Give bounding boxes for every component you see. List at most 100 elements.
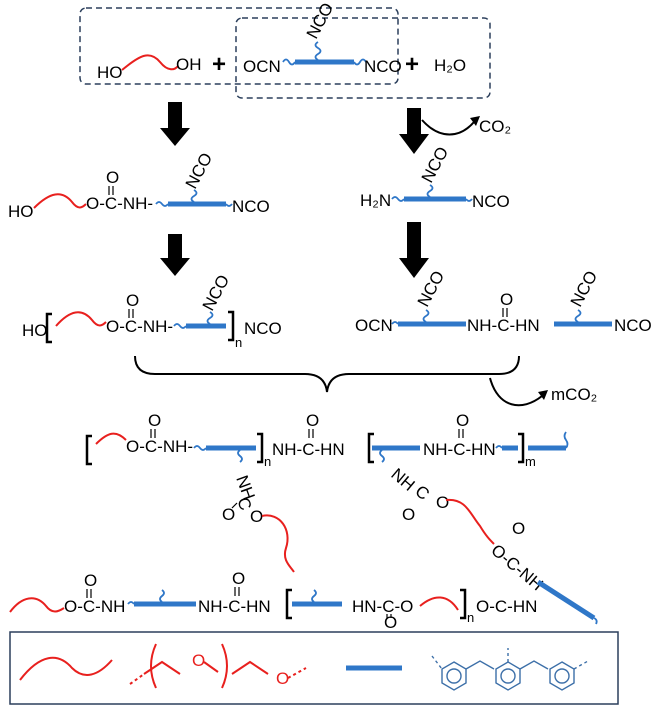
arrow-down-left-1 <box>160 102 190 146</box>
amine-h2n: H₂N <box>360 191 391 210</box>
arrow-down-right-1 <box>399 108 429 154</box>
diisocyanate-ocn: OCN <box>243 57 281 76</box>
urea-link: NH-C-HN <box>467 316 540 335</box>
wiggle <box>495 445 503 449</box>
wiggle <box>225 203 233 207</box>
wiggle <box>282 58 296 66</box>
reactant-box-left <box>79 7 399 85</box>
bottom-urethane: O-C-NH <box>64 597 125 616</box>
net-urea-1: NH-C-HN <box>272 440 345 459</box>
net-o: O <box>148 411 161 430</box>
bracket-close <box>460 588 467 620</box>
urea-nco-1: NCO <box>414 268 449 310</box>
urea-nco-2: NCO <box>567 268 602 310</box>
urea-o: O <box>500 290 513 309</box>
wiggle <box>311 589 317 603</box>
co2-release-arrow <box>421 119 475 136</box>
wiggle <box>314 41 322 61</box>
bracket-open <box>285 588 292 620</box>
mdi-core <box>536 579 596 621</box>
wiggle <box>206 311 214 325</box>
water: H₂O <box>434 56 466 75</box>
step1-nco-right: NCO <box>232 197 270 216</box>
mco2-release-arrow <box>489 377 543 407</box>
prepolymer-o: O <box>126 291 139 310</box>
branch1-o-dbl: O <box>222 505 235 524</box>
mco2-arrowhead <box>538 390 548 400</box>
net-m: m <box>525 454 536 469</box>
wiggle <box>465 198 473 202</box>
legend-box <box>9 631 619 705</box>
branch1-chain <box>261 514 295 573</box>
diisocyanate-nco-top: NCO <box>303 0 338 42</box>
plus-sign-1: + <box>212 51 226 78</box>
diisocyanate-nco-right: NCO <box>364 57 402 76</box>
step1-o: O <box>106 168 119 187</box>
wiggle <box>574 309 582 323</box>
bracket-open <box>367 432 374 464</box>
diag-o: O <box>512 519 525 538</box>
wiggle <box>391 196 405 202</box>
plus-sign-2: + <box>405 51 419 78</box>
legend-peg-o1: O <box>192 651 205 670</box>
branch2-o-dbl: O <box>402 505 415 524</box>
prepolymer-n: n <box>235 335 242 350</box>
arrow-down-right-2 <box>399 222 429 278</box>
net-urea-2-o: O <box>456 411 469 430</box>
bottom-urea: NH-C-HN <box>198 597 271 616</box>
branch1-o: O <box>250 507 263 526</box>
step1-ho: HO <box>8 202 34 221</box>
co2-arrowhead <box>470 116 480 126</box>
bracket-close <box>257 432 264 464</box>
legend-peg-o2: O <box>276 669 289 688</box>
step1-chain <box>33 193 87 209</box>
step1-urethane: O-C-NH- <box>86 194 153 213</box>
bottom-tail: O-C-HN <box>476 597 537 616</box>
amine-nco-right: NCO <box>472 192 510 211</box>
mco2-label: mCO₂ <box>551 385 597 404</box>
wiggle <box>391 321 399 325</box>
bottom-chain-2 <box>419 596 459 611</box>
legend-peg-structure <box>129 673 145 685</box>
wiggle <box>426 184 434 198</box>
reactant-box-right <box>235 17 491 99</box>
bracket-close <box>518 432 525 464</box>
bracket-open <box>85 434 92 466</box>
branch2-nh: NH <box>387 465 418 495</box>
legend-peg-open-paren <box>150 643 157 689</box>
urea-ocn: OCN <box>355 316 393 335</box>
wiggle <box>173 323 187 329</box>
prepolymer-chain <box>55 311 107 327</box>
branch2-chain <box>445 498 495 545</box>
diol-ho: HO <box>97 63 123 82</box>
combine-brace <box>134 355 520 393</box>
diol-chain <box>121 54 179 71</box>
bracket-open <box>45 312 52 344</box>
branch2-c: C <box>411 482 433 504</box>
wiggle <box>593 617 598 625</box>
bottom-chain <box>9 597 65 613</box>
net-urethane: O-C-NH- <box>126 437 193 456</box>
net-urea-2: NH-C-HN <box>423 440 496 459</box>
wiggle <box>353 58 367 66</box>
wiggle <box>159 589 165 603</box>
wiggle <box>127 601 135 605</box>
bottom-urea-o: O <box>232 569 245 588</box>
branch2-o: O <box>436 493 449 512</box>
wiggle <box>237 449 243 463</box>
wiggle <box>563 431 569 449</box>
wiggle <box>422 309 430 323</box>
co2-label: CO₂ <box>479 117 511 136</box>
arrow-down-left-2 <box>160 234 190 276</box>
prepolymer-ho: HO <box>22 321 48 340</box>
wiggle <box>379 449 385 463</box>
bottom-hn: HN-C-O <box>352 597 413 616</box>
legend-mdi-structure <box>431 648 589 691</box>
net-urea-1-o: O <box>306 411 319 430</box>
net-n: n <box>264 454 271 469</box>
wiggle <box>155 201 169 207</box>
amine-nco-top: NCO <box>418 144 453 186</box>
legend-peg-close-paren <box>221 643 228 689</box>
prepolymer-nco-right: NCO <box>244 319 282 338</box>
